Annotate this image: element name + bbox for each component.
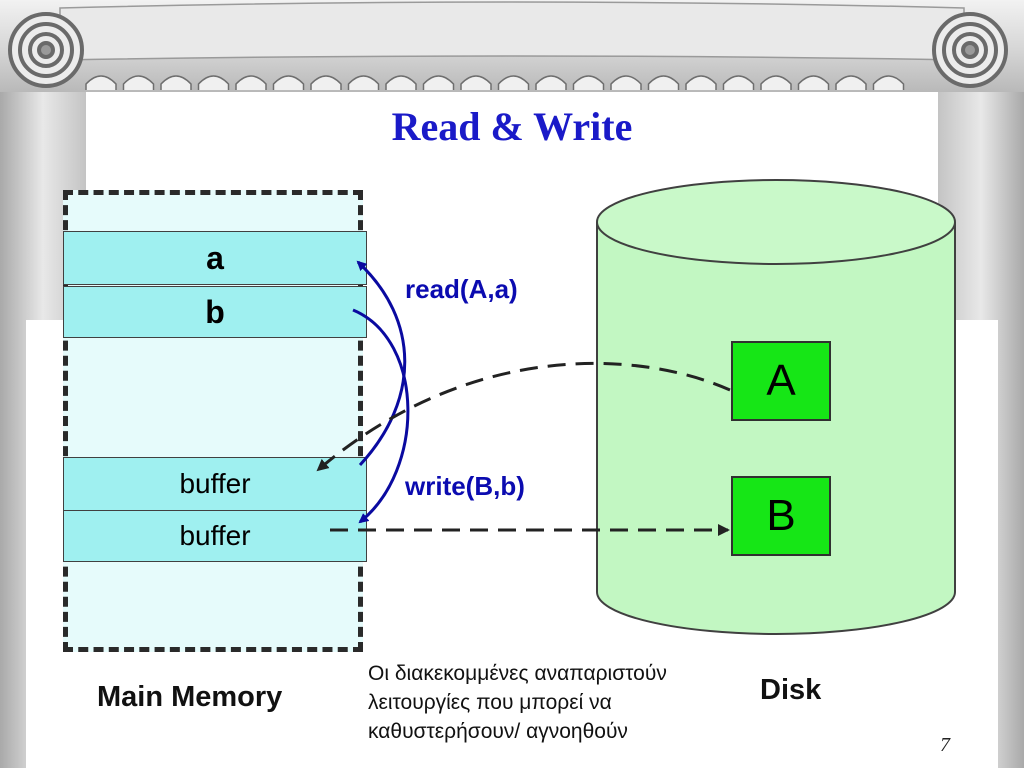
dentil-arch	[160, 75, 192, 90]
page-number: 7	[940, 734, 950, 756]
dentil-arch	[610, 75, 642, 90]
dentil-arch	[310, 75, 342, 90]
left-volute-icon	[8, 12, 84, 88]
main-memory-caption: Main Memory	[97, 681, 283, 713]
disk-block-b: B	[731, 476, 831, 556]
dentil-arch	[872, 75, 905, 90]
dentil-arch	[422, 75, 455, 90]
dentil-arch	[235, 75, 267, 90]
dentil-arch	[760, 75, 792, 90]
dentil-arch	[85, 75, 117, 90]
dentil-arch	[797, 75, 830, 90]
dentil-arch	[835, 75, 867, 90]
dentil-arch	[685, 75, 717, 90]
memory-buffer-1: buffer	[63, 457, 367, 511]
right-volute-icon	[932, 12, 1008, 88]
read-operation-label: read(A,a)	[405, 274, 518, 304]
dentil-arch	[197, 75, 230, 90]
dentil-row	[85, 75, 905, 90]
dentil-arch	[385, 75, 417, 90]
dentil-arch	[122, 75, 155, 90]
dentil-arch	[460, 75, 492, 90]
disk-block-a: A	[731, 341, 831, 421]
dentil-arch	[347, 75, 380, 90]
dentil-arch	[497, 75, 530, 90]
dentil-arch	[535, 75, 567, 90]
memory-slot-b: b	[63, 286, 367, 338]
memory-buffer-2: buffer	[63, 510, 367, 562]
dentil-arch	[572, 75, 605, 90]
dentil-arch	[647, 75, 680, 90]
disk-caption: Disk	[760, 674, 822, 706]
write-operation-label: write(B,b)	[405, 471, 525, 501]
memory-slot-a: a	[63, 231, 367, 285]
dentil-arch	[722, 75, 755, 90]
slide-title: Read & Write	[391, 104, 633, 149]
dashed-lines-note: Οι διακεκομμένες αναπαριστούν λειτουργίε…	[368, 662, 667, 743]
dentil-arch	[272, 75, 305, 90]
